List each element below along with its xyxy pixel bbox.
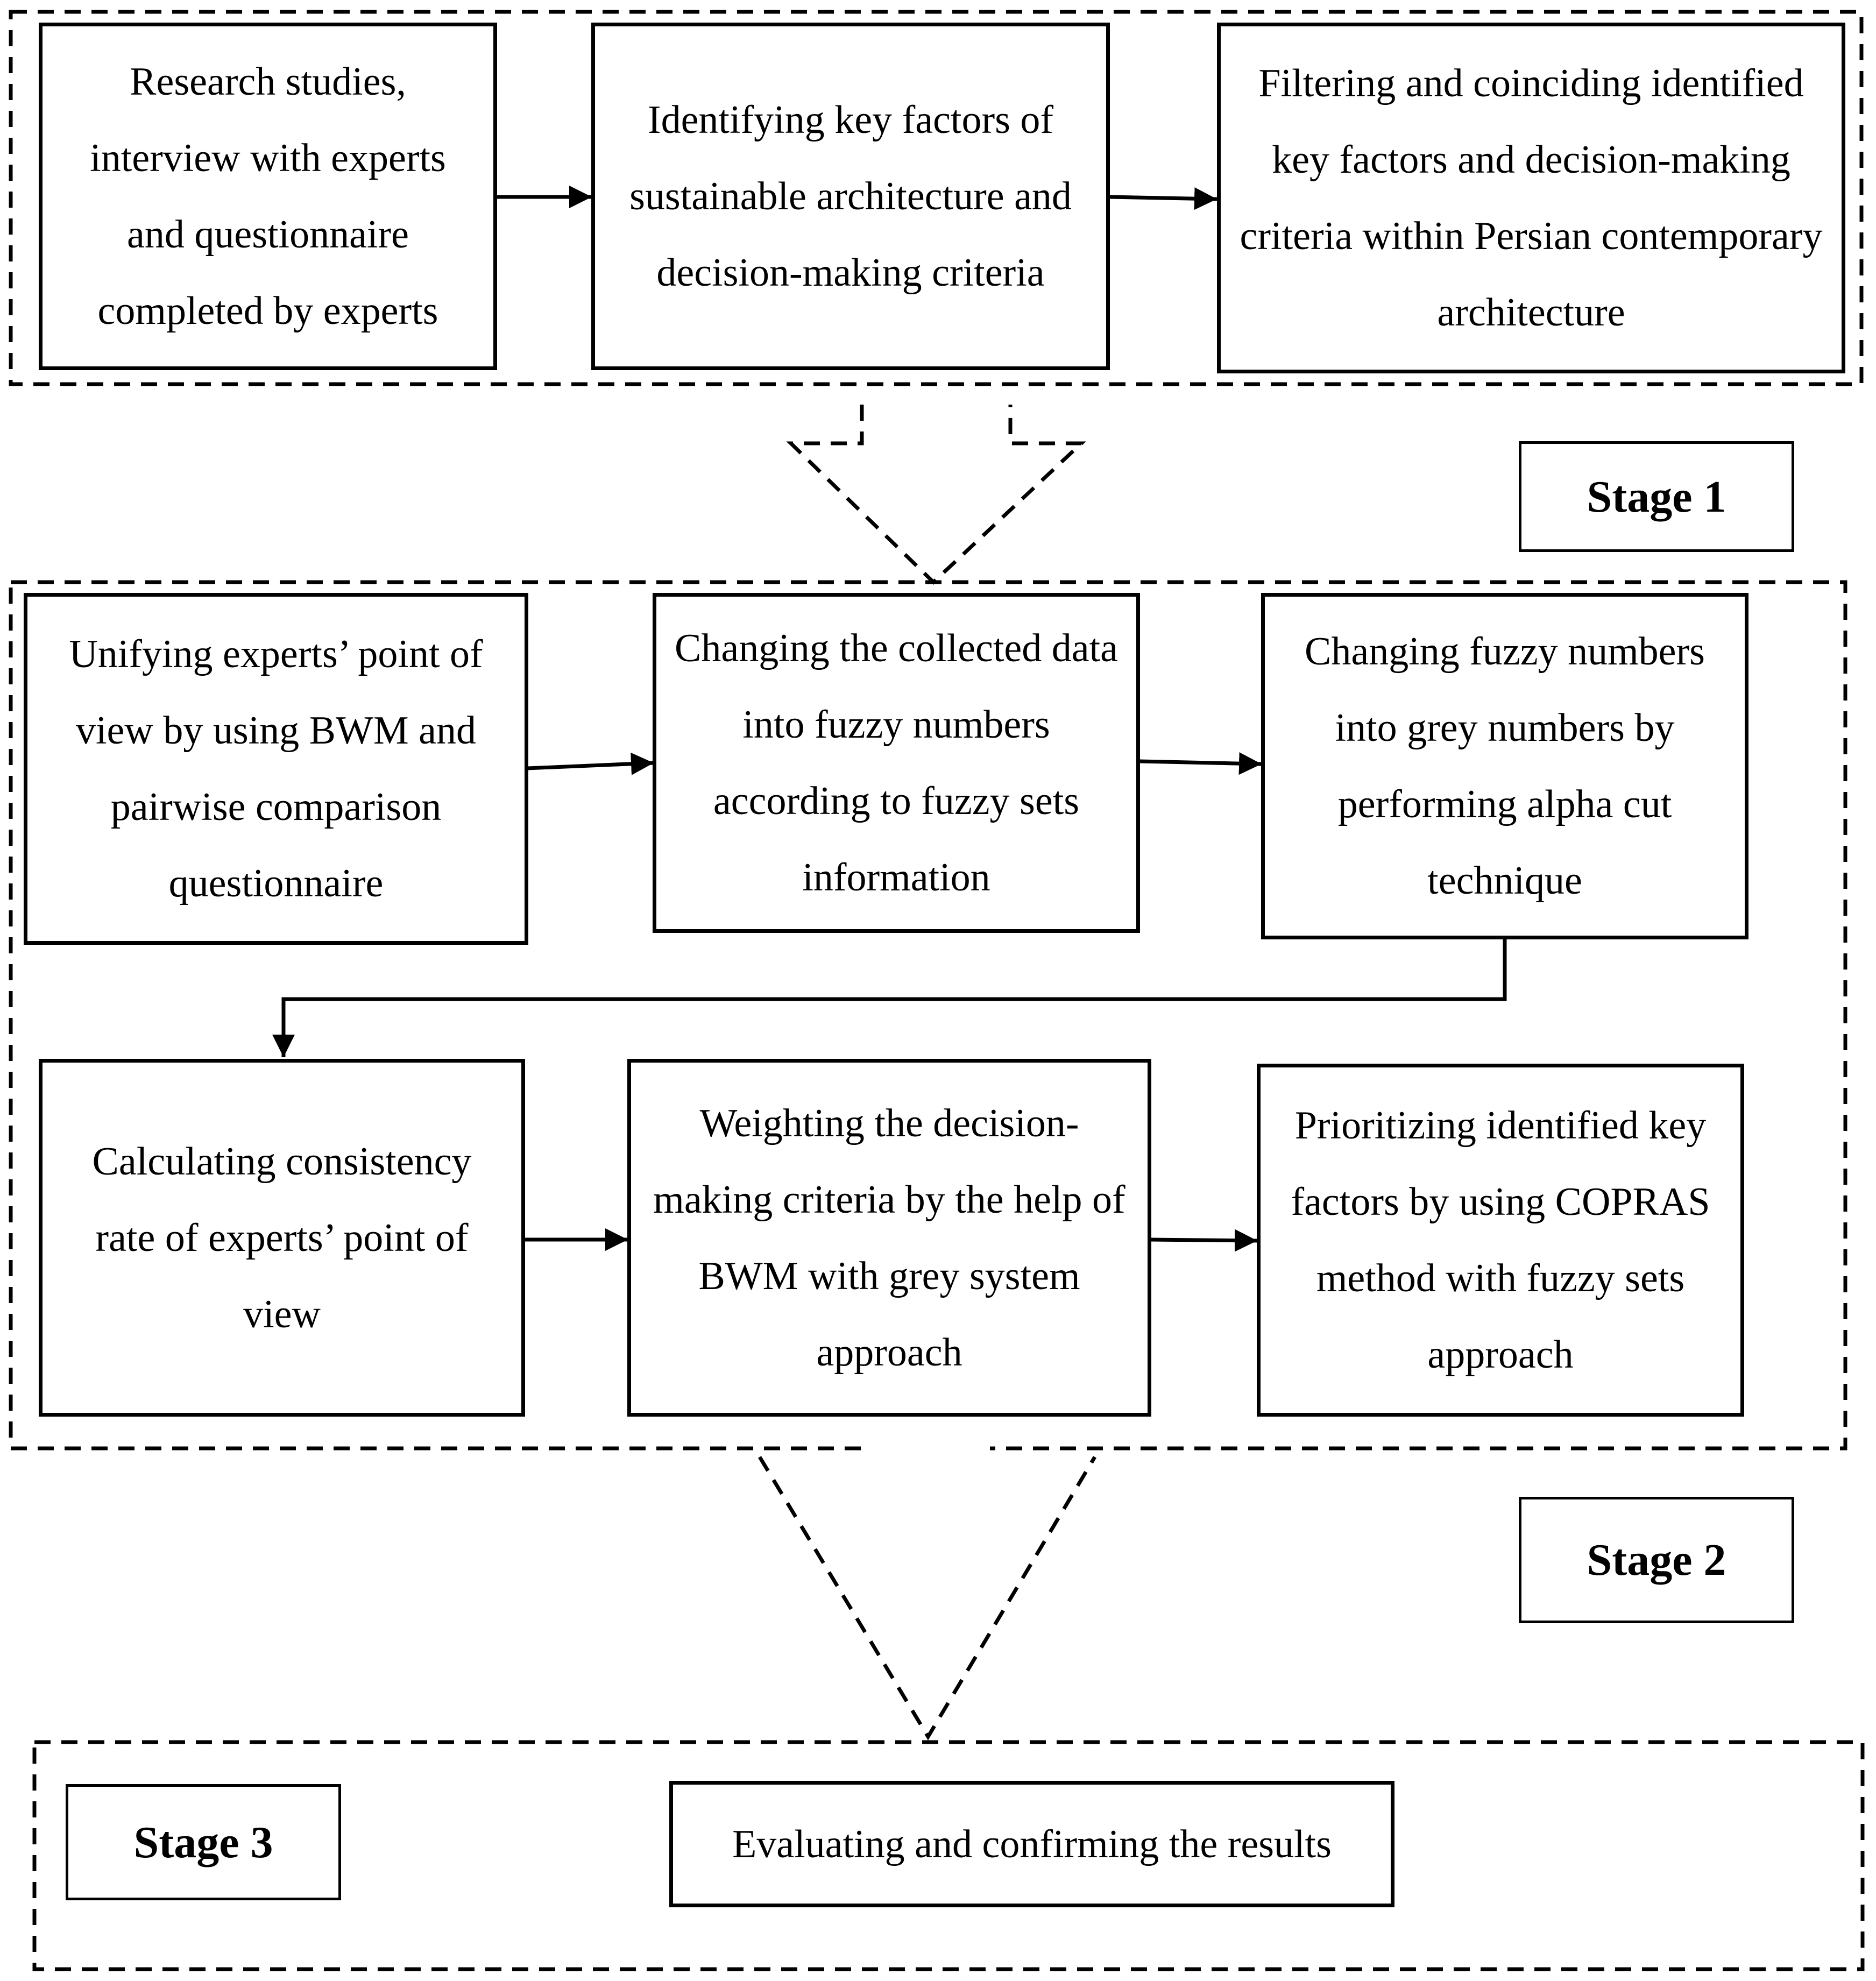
step-grey-conversion: Changing fuzzy numbers into grey numbers…: [1261, 593, 1748, 939]
stage-2-label: Stage 2: [1519, 1497, 1794, 1623]
stage-1-container: [9, 10, 1864, 386]
step-text: Identifying key factors of sustainable a…: [629, 98, 1072, 295]
step-filtering-key-factors: Filtering and coinciding identified key …: [1217, 23, 1845, 373]
step-weighting-criteria: Weighting the decision-making criteria b…: [627, 1059, 1151, 1417]
step-text: Research studies, interview with experts…: [90, 60, 446, 333]
step-text: Unifying experts’ point of view by using…: [69, 632, 483, 905]
step-prioritizing-factors: Prioritizing identified key factors by u…: [1257, 1064, 1744, 1417]
step-text: Weighting the decision-making criteria b…: [653, 1101, 1125, 1375]
step-text: Calculating consistency rate of experts’…: [92, 1139, 472, 1336]
step-fuzzy-conversion: Changing the collected data into fuzzy n…: [653, 593, 1140, 933]
stage-1-label: Stage 1: [1519, 441, 1794, 552]
arrow-s1-2-to-3: [1109, 187, 1217, 210]
arrow-s2-5-to-6: [1150, 1229, 1258, 1252]
step-evaluating-results: Evaluating and confirming the results: [669, 1781, 1394, 1907]
stage-3-label: Stage 3: [66, 1784, 341, 1900]
arrow-s2-2-to-3: [1139, 752, 1262, 775]
arrow-s2-3-to-4: [272, 938, 1507, 1057]
step-text: Changing fuzzy numbers into grey numbers…: [1305, 629, 1705, 903]
step-text: Changing the collected data into fuzzy n…: [675, 626, 1118, 900]
step-consistency-rate: Calculating consistency rate of experts’…: [39, 1059, 525, 1417]
block-arrow-stage1-to-stage2: [786, 405, 1086, 585]
block-arrow-stage2-to-stage3: [758, 1456, 1097, 1741]
arrow-s2-1-to-2: [527, 752, 654, 775]
stage-3-container: [32, 1740, 1865, 1971]
step-unifying-experts: Unifying experts’ point of view by using…: [24, 593, 528, 945]
step-text: Filtering and coinciding identified key …: [1240, 61, 1823, 335]
container-gap-mask: [866, 1437, 990, 1458]
step-text: Evaluating and confirming the results: [732, 1822, 1332, 1866]
step-research-studies: Research studies, interview with experts…: [39, 23, 497, 370]
step-identifying-key-factors: Identifying key factors of sustainable a…: [591, 23, 1110, 370]
step-text: Prioritizing identified key factors by u…: [1291, 1103, 1710, 1377]
